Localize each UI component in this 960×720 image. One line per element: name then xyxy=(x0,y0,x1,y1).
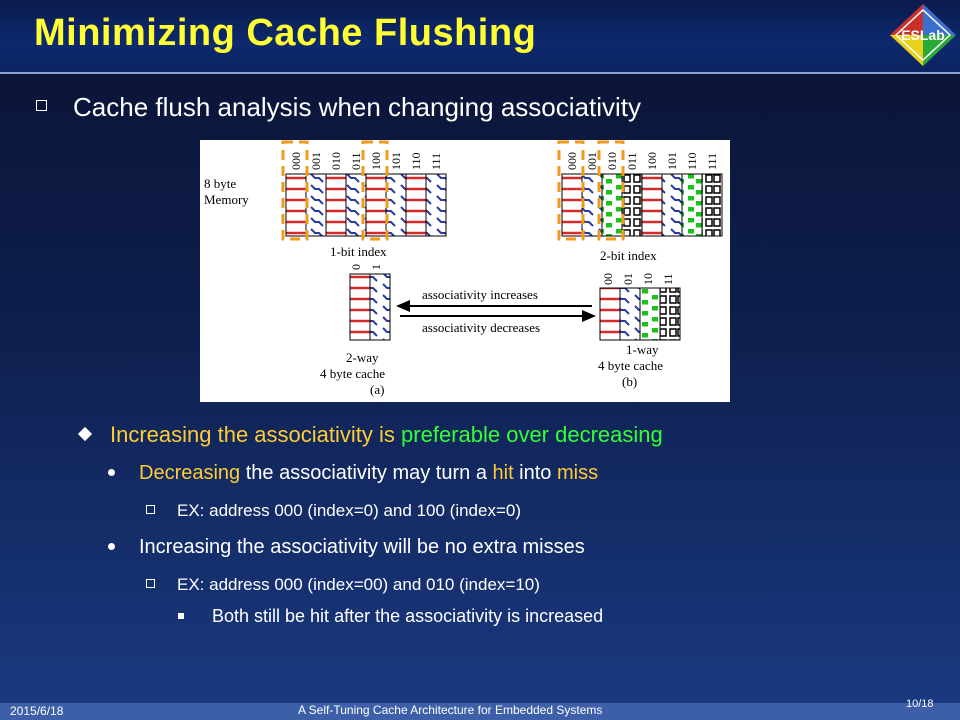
square-bullet-icon xyxy=(146,579,155,588)
cache-a-way1 xyxy=(369,273,391,341)
addr-label: 000 xyxy=(289,152,303,170)
address-labels-left: 000 001 010 011 100 101 110 111 xyxy=(289,152,443,170)
addr-label: 010 xyxy=(605,152,619,170)
bullet-example-2: EX: address 000 (index=00) and 010 (inde… xyxy=(146,575,540,595)
cache-b-set1 xyxy=(619,287,641,341)
index-1bit-label: 1-bit index xyxy=(330,244,387,259)
addr-label: 011 xyxy=(625,152,639,170)
addr-label: 011 xyxy=(349,152,363,170)
arrow-decrease-label: associativity decreases xyxy=(422,320,540,335)
bullet-increasing-preferable: Increasing the associativity is preferab… xyxy=(77,422,663,448)
cache-b-label-2: 4 byte cache xyxy=(598,358,663,373)
idx-label: 11 xyxy=(661,273,675,285)
addr-label: 010 xyxy=(329,152,343,170)
memory-label-1: 8 byte xyxy=(204,176,236,191)
arrow-left-icon xyxy=(396,300,410,312)
eslab-logo: ESLab xyxy=(890,4,956,66)
idx-label: 10 xyxy=(641,273,655,285)
bullet-increasing: Increasing the associativity will be no … xyxy=(108,536,585,559)
page-number: 10/18 xyxy=(906,698,934,710)
idx-label: 1 xyxy=(369,264,383,270)
cache-b-tag: (b) xyxy=(622,374,637,389)
cache-b-label-1: 1-way xyxy=(626,342,659,357)
addr-label: 100 xyxy=(645,152,659,170)
bullet-both-hit: Both still be hit after the associativit… xyxy=(178,606,603,627)
footer-bar xyxy=(0,703,960,720)
filled-square-bullet-icon xyxy=(178,613,184,619)
logo-text: ESLab xyxy=(901,27,945,43)
bullet-example-1: EX: address 000 (index=0) and 100 (index… xyxy=(146,501,521,521)
addr-label: 000 xyxy=(565,152,579,170)
addr-label: 110 xyxy=(685,152,699,170)
flush-highlight-100 xyxy=(361,140,389,241)
addr-label: 001 xyxy=(585,152,599,170)
dot-bullet-icon xyxy=(108,469,115,476)
cache-a-way0 xyxy=(349,273,371,341)
slide-title: Minimizing Cache Flushing xyxy=(34,12,537,54)
cache-a-tag: (a) xyxy=(370,382,384,397)
addr-label: 111 xyxy=(429,153,443,170)
memory-blocks-left xyxy=(285,173,447,237)
addr-label: 100 xyxy=(369,152,383,170)
diamond-bullet-icon xyxy=(77,426,93,442)
memory-label-2: Memory xyxy=(204,192,249,207)
addr-label: 101 xyxy=(665,152,679,170)
one-way-index-labels: 00 01 10 11 xyxy=(601,273,675,285)
two-way-index-labels: 0 1 xyxy=(349,264,383,270)
memory-blocks-right xyxy=(561,173,723,237)
flush-highlight-010-right xyxy=(597,140,625,241)
bullet-cache-flush: Cache flush analysis when changing assoc… xyxy=(36,92,641,123)
addr-label: 110 xyxy=(409,152,423,170)
cache-a-label-2: 4 byte cache xyxy=(320,366,385,381)
flush-highlight-000-right xyxy=(557,140,585,241)
cache-b-set2 xyxy=(639,287,661,341)
square-bullet-icon xyxy=(146,505,155,514)
footer-title: A Self-Tuning Cache Architecture for Emb… xyxy=(298,703,603,717)
idx-label: 01 xyxy=(621,273,635,285)
address-labels-right: 000 001 010 011 100 101 110 111 xyxy=(565,152,719,170)
idx-label: 0 xyxy=(349,264,363,270)
addr-label: 101 xyxy=(389,152,403,170)
arrow-increase-label: associativity increases xyxy=(422,287,538,302)
bullet-decreasing: Decreasing the associativity may turn a … xyxy=(108,462,598,485)
title-bar xyxy=(0,0,960,74)
dot-bullet-icon xyxy=(108,543,115,550)
cache-b-set0 xyxy=(599,287,621,341)
cache-b-set3 xyxy=(659,287,681,341)
square-bullet-icon xyxy=(36,100,47,111)
index-2bit-label: 2-bit index xyxy=(600,248,657,263)
addr-label: 001 xyxy=(309,152,323,170)
addr-label: 111 xyxy=(705,153,719,170)
flush-highlight-000 xyxy=(281,140,309,241)
footer-date: 2015/6/18 xyxy=(10,704,64,718)
cache-figure: 8 byte Memory 000 001 010 011 100 101 11… xyxy=(200,140,730,402)
cache-a-label-1: 2-way xyxy=(346,350,379,365)
arrow-right-icon xyxy=(582,310,596,322)
idx-label: 00 xyxy=(601,273,615,285)
